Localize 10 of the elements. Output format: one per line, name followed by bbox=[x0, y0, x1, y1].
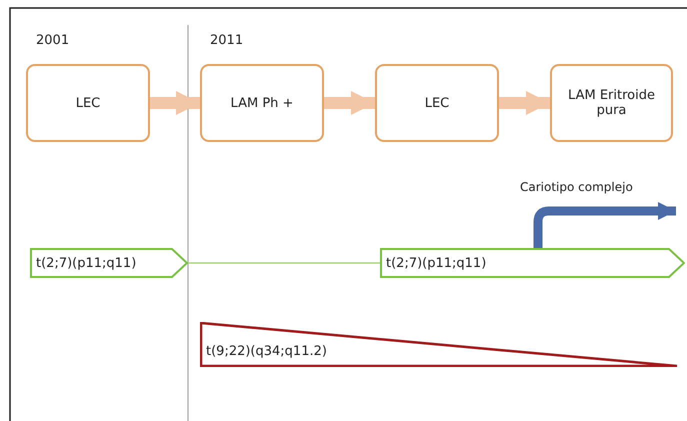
translocation-label: t(2;7)(p11;q11) bbox=[36, 256, 136, 270]
year-label: 2001 bbox=[36, 33, 70, 48]
stage-label: LEC bbox=[424, 96, 450, 110]
stage-label: LAM Eritroide pura bbox=[567, 88, 656, 118]
translocation-label: t(2;7)(p11;q11) bbox=[386, 256, 486, 270]
translocation-label: t(9;22)(q34;q11.2) bbox=[206, 344, 327, 359]
edge-label: Cariotipo complejo bbox=[520, 180, 633, 194]
stage-label: LAM Ph + bbox=[230, 96, 294, 110]
stage-label: LEC bbox=[76, 96, 100, 110]
year-label: 2011 bbox=[210, 33, 244, 48]
